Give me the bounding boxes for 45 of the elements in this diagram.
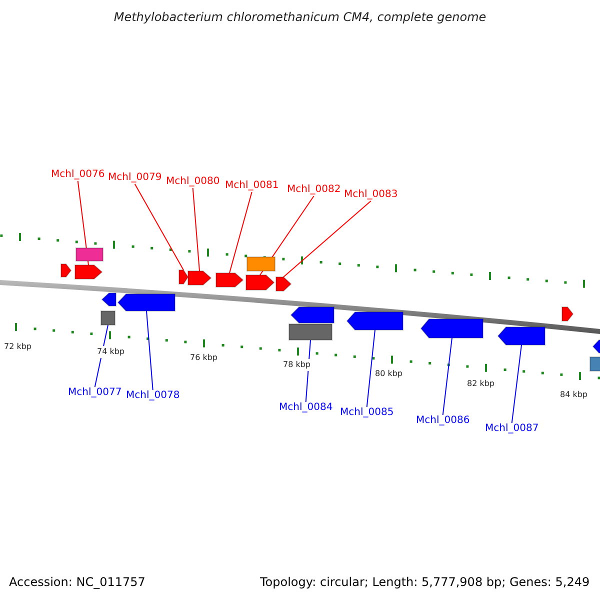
genome-summary: Topology: circular; Length: 5,777,908 bp; Genes: 5,249 [260, 575, 590, 590]
scale-label: 72 kbp [3, 341, 33, 353]
scale-label: 84 kbp [559, 389, 589, 401]
gene-block [421, 319, 483, 338]
gene-label: Mchl_0080 [166, 176, 220, 188]
leader-line [146, 310, 154, 390]
leader-line [229, 192, 252, 274]
title: Methylobacterium chloromethanicum CM4, complete genome [112, 10, 488, 25]
gene-label: Mchl_0079 [108, 172, 162, 184]
gene-block [216, 273, 243, 287]
leader-line [192, 188, 200, 272]
accession-text: Accession: NC_011757 [9, 575, 146, 590]
scale-label: 74 kbp [96, 346, 126, 358]
feature-box [101, 311, 115, 325]
gene-label: Mchl_0084 [279, 402, 333, 414]
leader-line [366, 330, 376, 408]
scale-label: 82 kbp [466, 378, 496, 390]
scale-label: 76 kbp [189, 352, 219, 364]
scale-label: 78 kbp [282, 359, 312, 371]
gene-block [562, 307, 573, 321]
gene-label: Mchl_0081 [225, 180, 279, 192]
gene-block [498, 327, 545, 345]
gene-label: Mchl_0082 [287, 184, 341, 196]
gene-block [61, 264, 71, 277]
gene-block [102, 293, 116, 306]
feature-box [247, 257, 275, 271]
gene-label: Mchl_0076 [51, 169, 105, 181]
gene-block [276, 277, 291, 291]
leader-line [134, 184, 184, 270]
gene-block [291, 307, 334, 323]
gene-label: Mchl_0077 [68, 387, 122, 399]
feature-box [590, 357, 600, 371]
gene-block [347, 312, 403, 330]
leader-line [511, 344, 522, 424]
gene-label: Mchl_0087 [485, 423, 539, 435]
leader-line [442, 338, 452, 416]
feature-box [289, 324, 332, 340]
leader-line [283, 200, 372, 278]
scale-label: 80 kbp [374, 368, 404, 380]
gene-label: Mchl_0085 [340, 407, 394, 419]
gene-block [246, 275, 274, 290]
gene-label: Mchl_0083 [344, 189, 398, 201]
gene-label: Mchl_0078 [126, 390, 180, 402]
gene-label: Mchl_0086 [416, 415, 470, 427]
feature-box [76, 248, 103, 261]
